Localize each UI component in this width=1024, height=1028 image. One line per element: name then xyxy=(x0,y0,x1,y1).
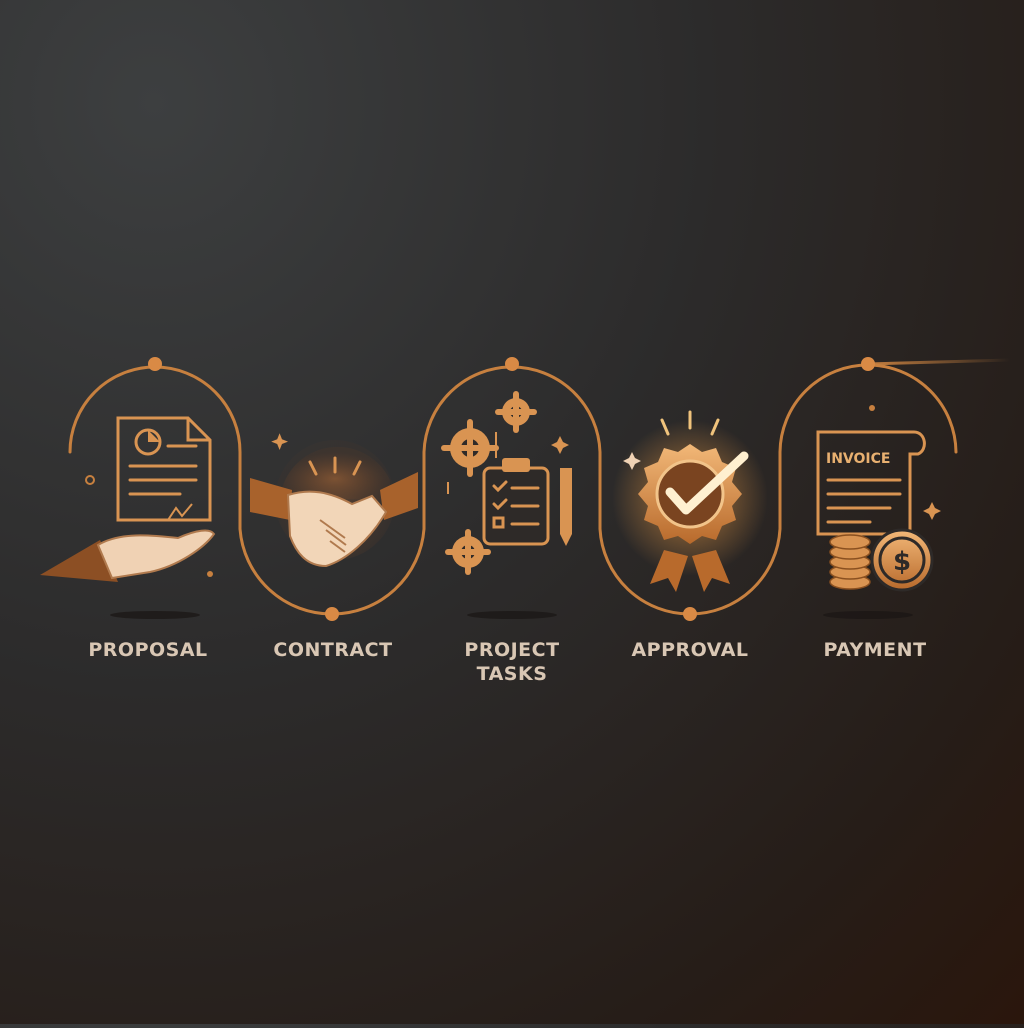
flow-node xyxy=(148,357,162,371)
flow-node xyxy=(325,607,339,621)
flow-node xyxy=(683,607,697,621)
dollar-sign: $ xyxy=(893,547,911,577)
step-label-approval: APPROVAL xyxy=(631,639,749,661)
proposal-hand-document-icon xyxy=(40,416,216,582)
step-label-project-tasks: PROJECT TASKS xyxy=(464,639,560,685)
invoice-text: INVOICE xyxy=(826,451,890,467)
step-label-proposal: PROPOSAL xyxy=(88,639,208,661)
flow-node xyxy=(505,357,519,371)
approval-badge-icon xyxy=(612,410,768,592)
flow-node xyxy=(861,357,875,371)
invoice-coins-icon: INVOICE $ xyxy=(816,405,941,592)
clipboard-gears-icon xyxy=(441,391,572,575)
step-label-contract: CONTRACT xyxy=(273,639,393,661)
flow-nodes xyxy=(148,357,875,621)
step-label-payment: PAYMENT xyxy=(823,639,927,661)
icon-shadows xyxy=(110,611,913,619)
handshake-icon xyxy=(250,433,418,568)
